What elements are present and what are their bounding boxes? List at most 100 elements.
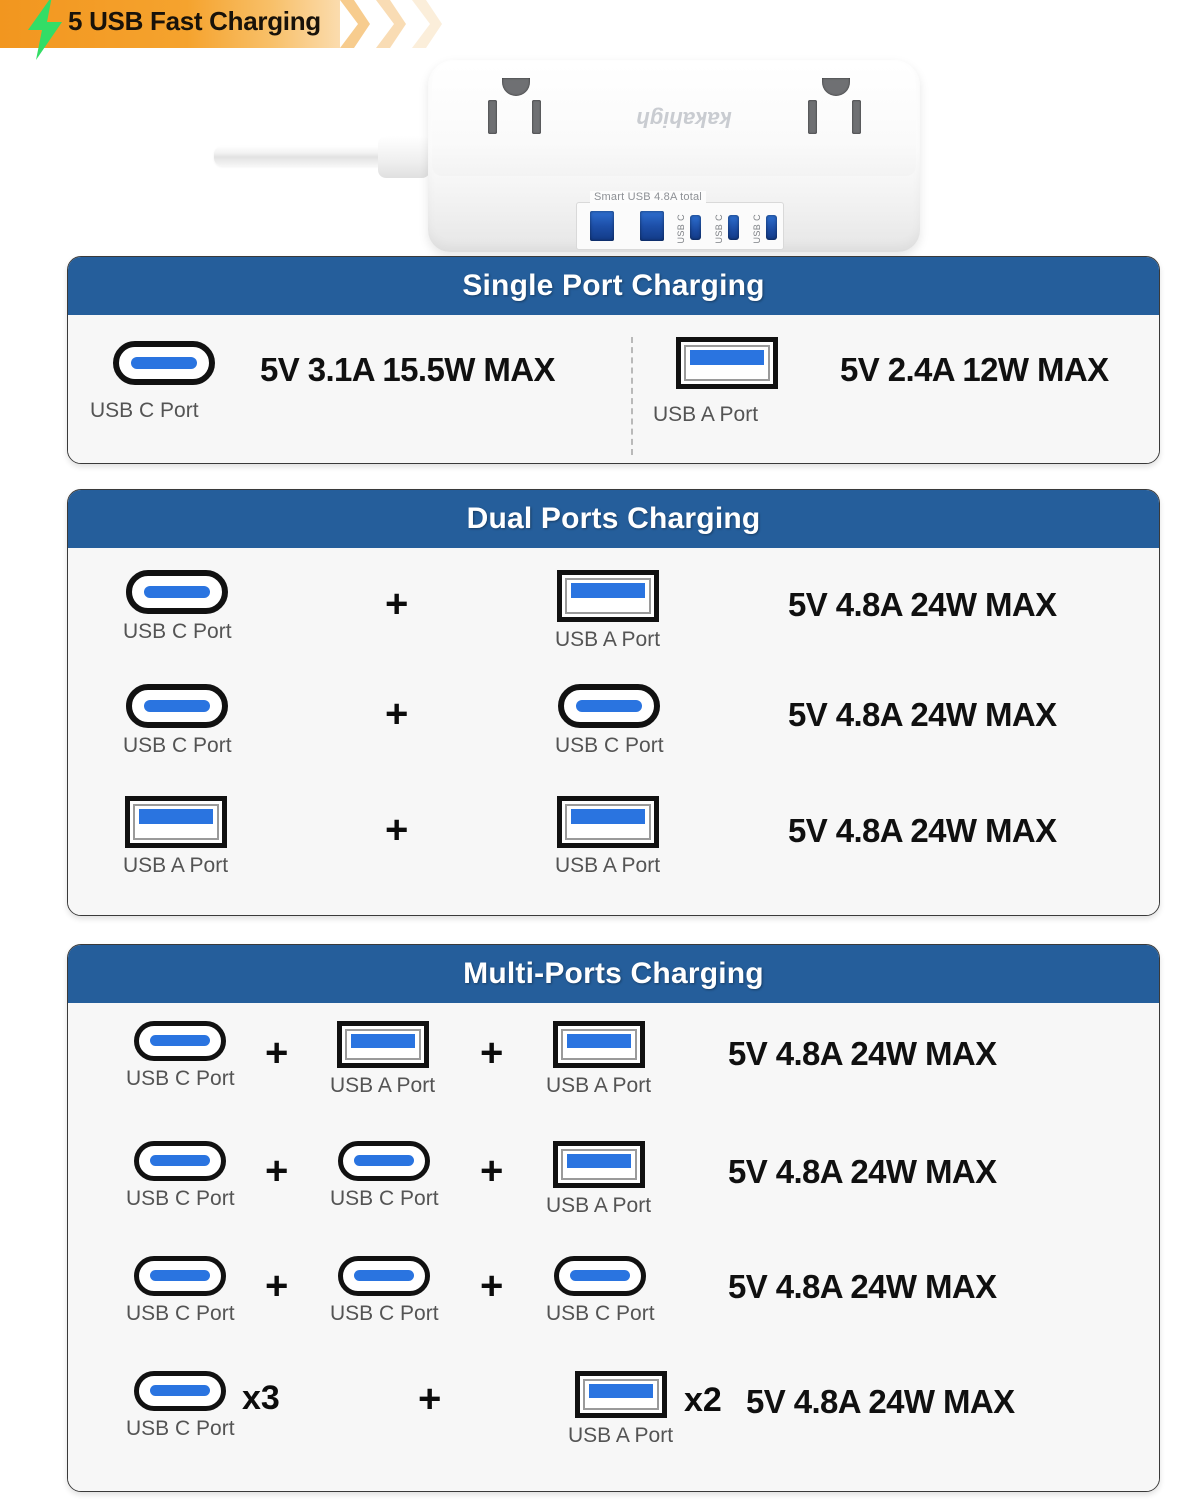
port-caption: USB A Port xyxy=(123,854,229,877)
fast-charging-banner: 5 USB Fast Charging xyxy=(0,0,470,60)
device-usb-c-label: USB C xyxy=(676,214,686,244)
chevron-right-icon xyxy=(376,0,406,48)
plus-symbol: + xyxy=(480,1264,504,1308)
outlet-blade-slot xyxy=(808,100,817,134)
chevron-right-icon xyxy=(412,0,442,48)
port-caption: USB A Port xyxy=(653,403,759,426)
banner-title: 5 USB Fast Charging xyxy=(68,6,321,36)
usb-a-port-icon xyxy=(336,1021,429,1068)
port-icon-cell: USB A Port xyxy=(546,1141,651,1218)
port-caption: USB C Port xyxy=(546,1302,655,1325)
spec-value: 5V 4.8A 24W MAX xyxy=(728,1153,997,1190)
plus-symbol: + xyxy=(385,808,409,852)
usb-c-port-icon xyxy=(134,1256,227,1296)
port-icon-cell: USB A Port xyxy=(555,570,660,652)
port-caption: USB C Port xyxy=(555,734,664,757)
plus-symbol: + xyxy=(265,1031,289,1075)
single-port-charging-card: Single Port Charging USB C Port 5V 3.1A … xyxy=(67,256,1160,464)
card-title: Single Port Charging xyxy=(462,269,765,302)
usb-a-port-icon xyxy=(676,337,778,389)
port-icon-cell: USB C Port xyxy=(546,1256,655,1326)
port-icon-cell: USB C Port xyxy=(126,1256,235,1326)
power-strip-illustration: kakahigh Smart USB 4.8A total USB C USB … xyxy=(0,28,1178,258)
ac-outlet-left xyxy=(470,76,598,154)
usb-panel-label: Smart USB 4.8A total xyxy=(590,191,706,203)
multiplier-label: x2 xyxy=(684,1381,722,1419)
card-body-dual: USB C Port + USB A Port 5V 4.8A 24W MAX … xyxy=(68,548,1159,915)
card-header-dual: Dual Ports Charging xyxy=(68,490,1159,548)
lightning-bolt-icon xyxy=(28,0,62,60)
port-icon-cell: USB C Port xyxy=(330,1256,439,1326)
outlet-blade-slot xyxy=(852,100,861,134)
spec-value: 5V 4.8A 24W MAX xyxy=(728,1268,997,1305)
outlet-blade-slot xyxy=(488,100,497,134)
device-usb-c-port xyxy=(766,215,777,240)
spec-value: 5V 4.8A 24W MAX xyxy=(728,1035,997,1072)
dual-ports-charging-card: Dual Ports Charging USB C Port + USB A P… xyxy=(67,489,1160,916)
port-icon-cell: USB C Port xyxy=(330,1141,439,1211)
plus-symbol: + xyxy=(385,582,409,626)
port-icon-cell: USB C Port xyxy=(126,1141,235,1211)
device-usb-c-port xyxy=(728,215,739,240)
outlet-ground-slot xyxy=(502,78,530,96)
port-caption: USB A Port xyxy=(330,1074,436,1097)
multiplier-label: x3 xyxy=(242,1379,280,1417)
brand-logo: kakahigh xyxy=(636,107,732,132)
usb-a-port-icon xyxy=(556,570,659,622)
outlet-ground-slot xyxy=(822,78,850,96)
plus-symbol: + xyxy=(385,692,409,736)
spec-value: 5V 3.1A 15.5W MAX xyxy=(260,351,555,388)
plus-symbol: + xyxy=(418,1377,442,1421)
usb-c-port-icon xyxy=(338,1256,431,1296)
port-caption: USB A Port xyxy=(555,628,661,651)
device-usb-c-label: USB C xyxy=(714,214,724,244)
chevron-right-icon xyxy=(340,0,370,48)
port-icon-cell: USB A Port xyxy=(123,796,228,878)
port-caption-cell: USB C Port xyxy=(90,393,199,423)
port-icon-cell: USB C Port xyxy=(126,1021,235,1091)
combination-row: USB C Port x3 + USB A Port x2 5V 4.8A 24… xyxy=(68,1371,1159,1481)
card-body-single: USB C Port 5V 3.1A 15.5W MAX USB A Port … xyxy=(68,315,1159,463)
port-caption: USB A Port xyxy=(568,1424,674,1447)
port-caption: USB C Port xyxy=(126,1187,235,1210)
port-caption: USB A Port xyxy=(546,1074,652,1097)
multi-ports-charging-card: Multi-Ports Charging USB C Port + USB A … xyxy=(67,944,1160,1492)
usb-c-port-icon xyxy=(558,684,661,728)
port-caption: USB C Port xyxy=(330,1302,439,1325)
plus-symbol: + xyxy=(480,1149,504,1193)
device-usb-a-port xyxy=(590,211,614,241)
usb-c-port-icon xyxy=(134,1021,227,1061)
port-icon-cell: USB A Port xyxy=(555,796,660,878)
usb-a-port-icon xyxy=(552,1141,645,1188)
port-icon-cell: USB A Port xyxy=(330,1021,435,1098)
card-title: Multi-Ports Charging xyxy=(463,957,764,990)
port-caption-cell: USB A Port xyxy=(653,397,758,427)
port-caption: USB C Port xyxy=(123,620,232,643)
card-body-multi: USB C Port + USB A Port + USB A Port 5V … xyxy=(68,1003,1159,1491)
port-caption: USB A Port xyxy=(546,1194,652,1217)
combination-row: USB C Port + USB C Port + USB C Port 5V … xyxy=(68,1256,1159,1366)
combination-row: USB C Port + USB A Port + USB A Port 5V … xyxy=(68,1021,1159,1131)
port-icon-cell: USB A Port xyxy=(568,1371,673,1448)
port-caption: USB C Port xyxy=(126,1417,235,1440)
card-title: Dual Ports Charging xyxy=(466,502,761,535)
port-caption: USB C Port xyxy=(330,1187,439,1210)
combination-row: USB C Port + USB C Port 5V 4.8A 24W MAX xyxy=(68,684,1159,796)
port-caption: USB C Port xyxy=(90,399,199,422)
port-icon-cell: USB C Port xyxy=(123,684,232,758)
port-icon-cell xyxy=(113,341,215,385)
port-icon-cell: USB C Port xyxy=(123,570,232,644)
usb-c-port-icon xyxy=(126,684,229,728)
combination-row: USB C Port + USB C Port + USB A Port 5V … xyxy=(68,1141,1159,1251)
spec-value: 5V 4.8A 24W MAX xyxy=(746,1383,1015,1420)
port-icon-cell: USB C Port xyxy=(555,684,664,758)
plus-symbol: + xyxy=(480,1031,504,1075)
usb-c-port-icon xyxy=(554,1256,647,1296)
cable-strain-relief xyxy=(378,136,430,178)
column-divider xyxy=(631,337,633,455)
card-header-single: Single Port Charging xyxy=(68,257,1159,315)
outlet-blade-slot xyxy=(532,100,541,134)
device-usb-a-port xyxy=(640,211,664,241)
spec-value: 5V 4.8A 24W MAX xyxy=(788,586,1057,623)
usb-a-port-icon xyxy=(124,796,227,848)
